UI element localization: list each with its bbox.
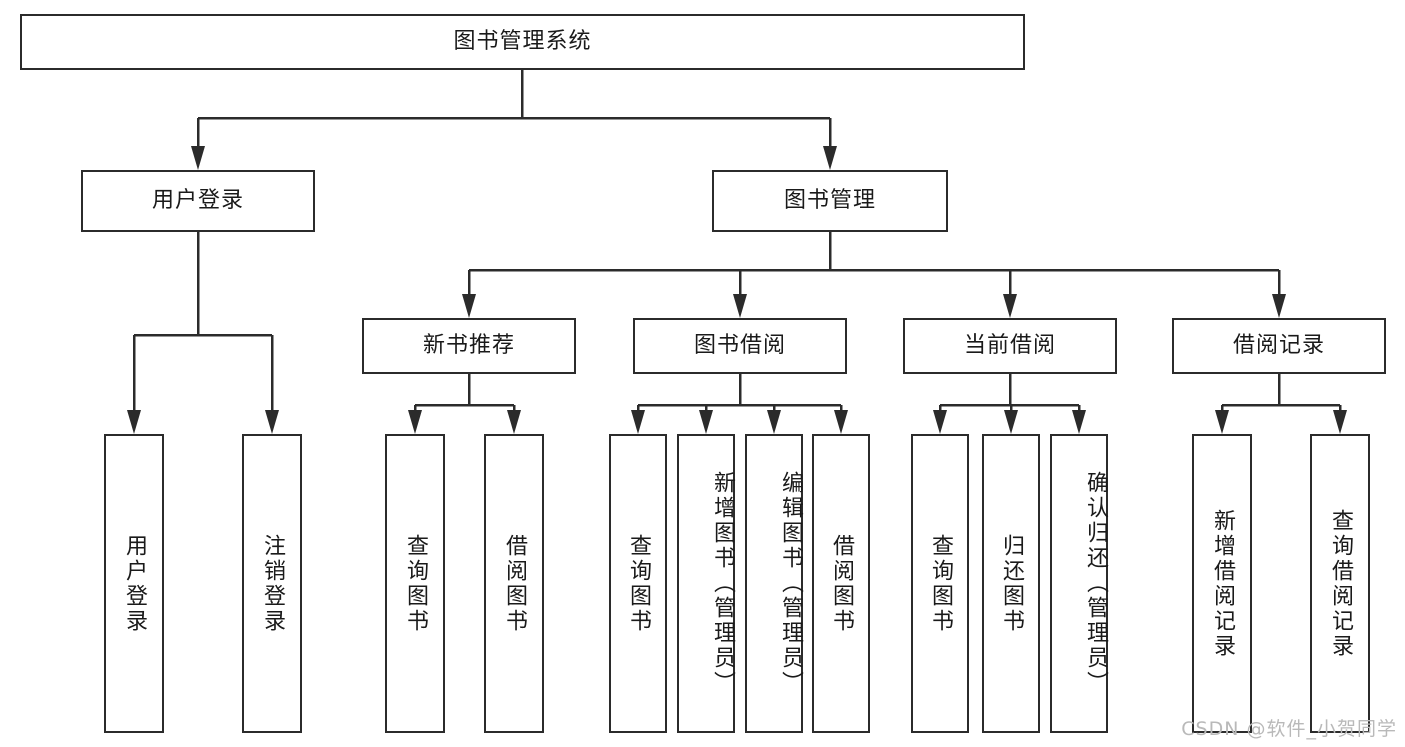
node-leaf-query-book-1[interactable]: 查询图书 <box>385 434 445 733</box>
node-label: 图书管理 <box>783 187 876 213</box>
borrow-record-bus-arrowhead-0 <box>1215 410 1229 434</box>
node-label: 借阅图书 <box>502 533 527 634</box>
node-label: 图书借阅 <box>693 332 786 358</box>
book-borrow-bus-arrowhead-1 <box>699 410 713 434</box>
node-leaf-query-borrow-record[interactable]: 查询借阅记录 <box>1310 434 1370 733</box>
node-label: 新书推荐 <box>422 332 515 358</box>
node-leaf-borrow-book-2[interactable]: 借阅图书 <box>812 434 870 733</box>
user-login-bus-arrowhead-0 <box>127 410 141 434</box>
node-label: 借阅图书 <box>829 533 854 634</box>
node-user-login[interactable]: 用户登录 <box>81 170 315 232</box>
root-bus-arrowhead-0 <box>191 146 205 170</box>
node-leaf-query-book-2[interactable]: 查询图书 <box>609 434 667 733</box>
node-new-book-recommendation[interactable]: 新书推荐 <box>362 318 576 374</box>
book-manage-bus-arrowhead-3 <box>1272 294 1286 318</box>
book-borrow-bus-arrowhead-2 <box>767 410 781 434</box>
node-label: 归还图书 <box>999 533 1024 634</box>
node-label: 当前借阅 <box>963 332 1056 358</box>
borrow-record-bus-arrowhead-1 <box>1333 410 1347 434</box>
current-borrow-bus-arrowhead-1 <box>1004 410 1018 434</box>
node-leaf-borrow-book-1[interactable]: 借阅图书 <box>484 434 544 733</box>
node-leaf-user-login[interactable]: 用户登录 <box>104 434 164 733</box>
node-label: 用户登录 <box>122 533 147 634</box>
current-borrow-bus-arrowhead-2 <box>1072 410 1086 434</box>
node-root-book-management-system[interactable]: 图书管理系统 <box>20 14 1025 70</box>
node-leaf-add-borrow-record[interactable]: 新增借阅记录 <box>1192 434 1252 733</box>
node-leaf-logout[interactable]: 注销登录 <box>242 434 302 733</box>
new-book-bus-arrowhead-1 <box>507 410 521 434</box>
node-current-borrowing[interactable]: 当前借阅 <box>903 318 1117 374</box>
csdn-watermark: CSDN @软件_小贺同学 <box>1181 718 1397 740</box>
book-borrow-bus-arrowhead-0 <box>631 410 645 434</box>
book-borrow-bus-arrowhead-3 <box>834 410 848 434</box>
node-leaf-confirm-return-admin[interactable]: 确认归还（管理员） <box>1050 434 1108 733</box>
book-manage-bus-arrowhead-1 <box>733 294 747 318</box>
node-label: 图书管理系统 <box>453 28 592 54</box>
node-label: 查询图书 <box>626 533 651 634</box>
node-label: 新增借阅记录 <box>1210 508 1235 659</box>
node-label: 查询图书 <box>928 533 953 634</box>
node-leaf-query-book-3[interactable]: 查询图书 <box>911 434 969 733</box>
node-label: 确认归还（管理员） <box>1083 471 1108 696</box>
node-label: 新增图书（管理员） <box>710 471 735 696</box>
new-book-bus-arrowhead-0 <box>408 410 422 434</box>
node-label: 查询借阅记录 <box>1328 508 1353 659</box>
node-label: 编辑图书（管理员） <box>778 471 803 696</box>
node-book-borrowing[interactable]: 图书借阅 <box>633 318 847 374</box>
node-book-management[interactable]: 图书管理 <box>712 170 948 232</box>
node-leaf-edit-book-admin[interactable]: 编辑图书（管理员） <box>745 434 803 733</box>
node-label: 注销登录 <box>260 533 285 634</box>
root-bus-arrowhead-1 <box>823 146 837 170</box>
book-manage-bus-arrowhead-0 <box>462 294 476 318</box>
node-leaf-add-book-admin[interactable]: 新增图书（管理员） <box>677 434 735 733</box>
node-borrowing-records[interactable]: 借阅记录 <box>1172 318 1386 374</box>
node-label: 用户登录 <box>151 187 244 213</box>
book-manage-bus-arrowhead-2 <box>1003 294 1017 318</box>
node-leaf-return-book[interactable]: 归还图书 <box>982 434 1040 733</box>
user-login-bus-arrowhead-1 <box>265 410 279 434</box>
current-borrow-bus-arrowhead-0 <box>933 410 947 434</box>
node-label: 借阅记录 <box>1232 332 1325 358</box>
node-label: 查询图书 <box>403 533 428 634</box>
